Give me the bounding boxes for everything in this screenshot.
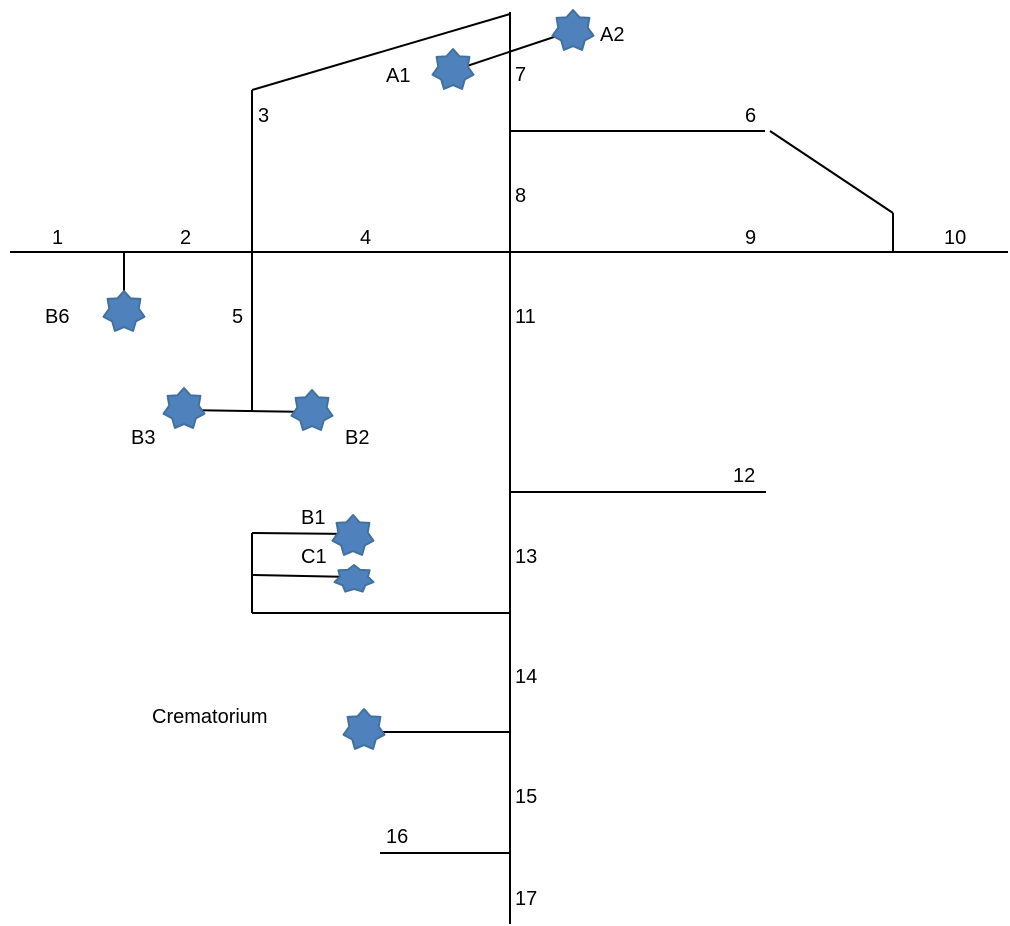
star-marker-a1-icon: [431, 48, 475, 90]
segment-label-8: 8: [515, 185, 526, 207]
segment-label-13: 13: [515, 546, 537, 568]
segment-label-15: 15: [515, 786, 537, 808]
segment-label-10: 10: [944, 227, 966, 249]
segment-label-1: 1: [52, 227, 63, 249]
segment-label-14: 14: [515, 666, 537, 688]
segment-label-2: 2: [180, 227, 191, 249]
segment-label-5: 5: [232, 306, 243, 328]
star-marker-b2-icon: [290, 389, 334, 431]
segment-label-6: 6: [745, 105, 756, 127]
marker-label-a1: A1: [386, 65, 410, 87]
marker-label-b3: B3: [131, 427, 155, 449]
segment-label-16: 16: [386, 826, 408, 848]
star-marker-crematorium-icon: [342, 708, 386, 750]
road-3-diagonal: [251, 13, 511, 91]
star-marker-a2-icon: [551, 9, 595, 51]
segment-label-9: 9: [745, 227, 756, 249]
segment-label-17: 17: [515, 888, 537, 910]
segment-label-12: 12: [733, 465, 755, 487]
spur-b1: [251, 532, 354, 535]
segment-label-11: 11: [515, 306, 536, 328]
marker-label-crematorium: Crematorium: [152, 706, 268, 728]
spur-a1-a2: [454, 30, 573, 71]
marker-label-b6: B6: [45, 306, 69, 328]
spur-c1: [251, 574, 354, 578]
star-marker-b3-icon: [162, 387, 206, 429]
segment-label-4: 4: [360, 227, 371, 249]
marker-label-a2: A2: [600, 24, 624, 46]
segment-label-3: 3: [258, 105, 269, 127]
road-6-diagonal: [769, 130, 894, 214]
spur-b3-b2: [183, 409, 313, 413]
marker-label-b1: B1: [301, 507, 325, 529]
marker-label-b2: B2: [345, 427, 369, 449]
segment-label-7: 7: [515, 64, 526, 86]
star-marker-b1-icon: [331, 514, 375, 556]
star-marker-c1-icon: [333, 564, 375, 593]
star-marker-b6-icon: [102, 290, 146, 332]
marker-label-c1: C1: [301, 546, 327, 568]
